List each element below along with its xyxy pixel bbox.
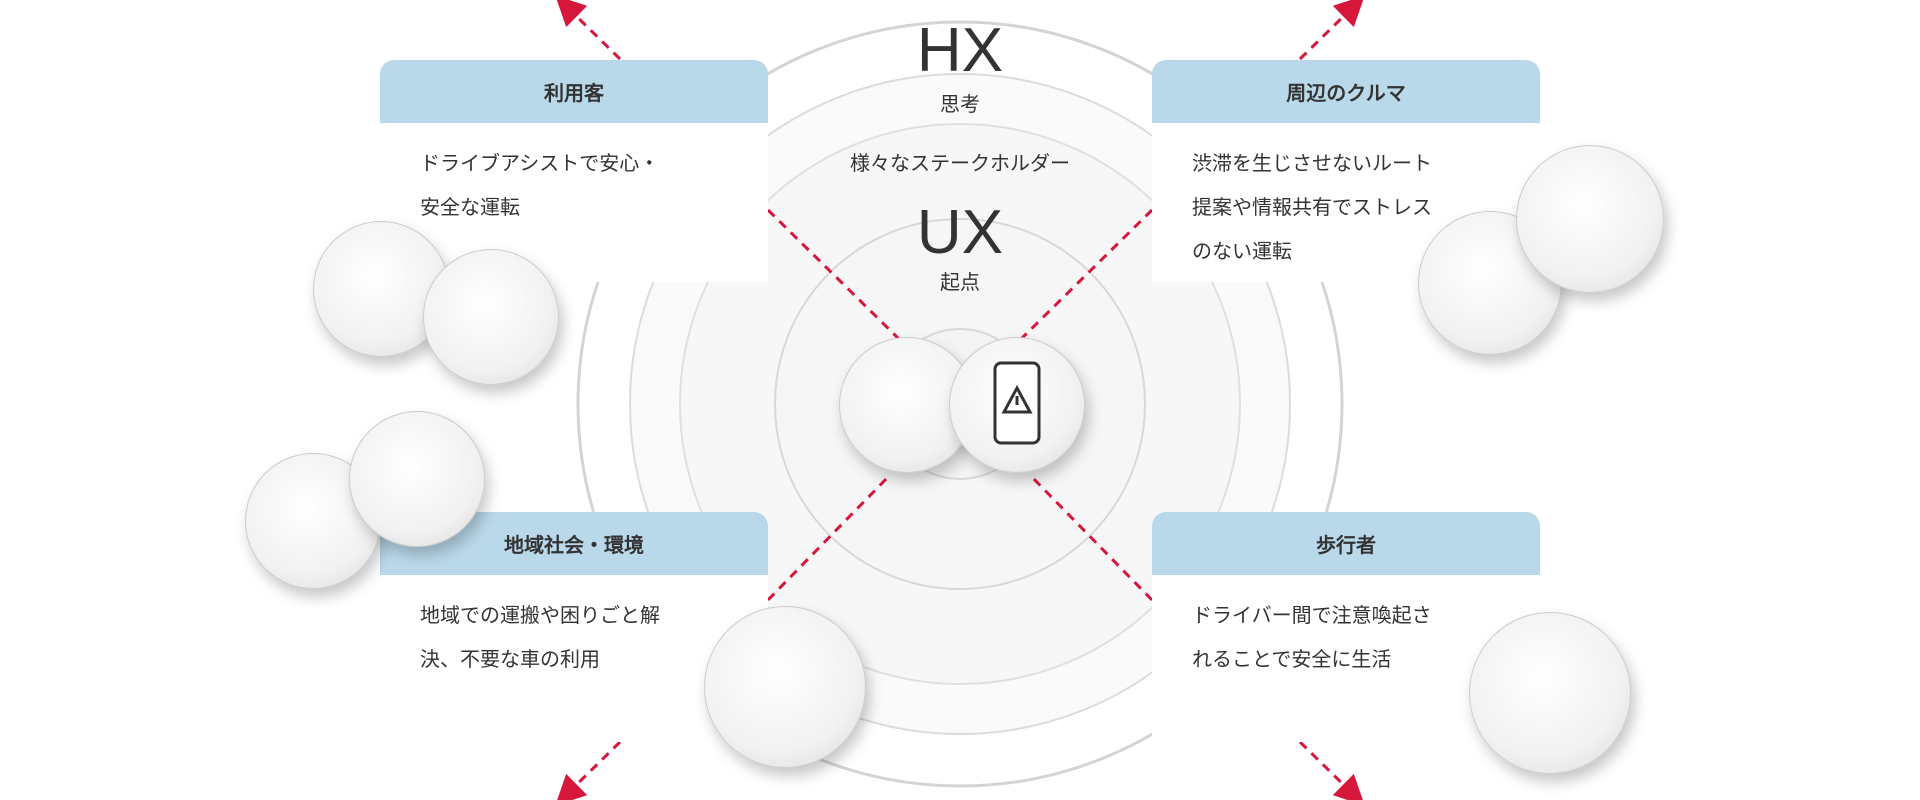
arrow-bottom-right bbox=[1298, 740, 1365, 800]
dashed-arrows bbox=[555, 0, 1365, 800]
pedestrians-illustration bbox=[1469, 612, 1631, 774]
card-passenger: 利用客 ドライブアシストで安心・ 安全な運転 bbox=[380, 60, 768, 282]
hx-sub-label: 思考 bbox=[940, 92, 980, 116]
ux-label: UX bbox=[916, 198, 1004, 267]
diag-bottom-right bbox=[1028, 473, 1154, 602]
card-line: のない運転 bbox=[1192, 239, 1292, 263]
card-line: ドライブアシストで安心・ bbox=[420, 151, 660, 175]
stakeholders-label: 様々なステークホルダー bbox=[850, 151, 1070, 175]
warning-phone-illustration bbox=[949, 337, 1085, 473]
hx-label: HX bbox=[916, 16, 1004, 85]
community-elder-illustration bbox=[349, 411, 485, 547]
card-line: 安全な運転 bbox=[420, 195, 520, 219]
card-title: 周辺のクルマ bbox=[1152, 60, 1540, 123]
card-line: ドライバー間で注意喚起さ bbox=[1192, 603, 1432, 627]
passenger-woman-illustration bbox=[423, 249, 559, 385]
card-line: 決、不要な車の利用 bbox=[420, 647, 600, 671]
ux-sub-label: 起点 bbox=[940, 270, 980, 294]
arrow-top-left bbox=[555, 0, 622, 61]
card-line: 地域での運搬や困りごと解 bbox=[420, 603, 660, 627]
card-line: れることで安全に生活 bbox=[1192, 647, 1392, 671]
card-line: 提案や情報共有でストレス bbox=[1192, 195, 1432, 219]
warning-icon bbox=[993, 361, 1041, 445]
arrow-bottom-left bbox=[555, 740, 622, 800]
card-title: 歩行者 bbox=[1152, 512, 1540, 575]
diag-bottom-left bbox=[766, 473, 892, 602]
bus-illustration bbox=[704, 606, 866, 768]
cars-traffic-illustration bbox=[1516, 145, 1664, 293]
card-title: 利用客 bbox=[380, 60, 768, 123]
arrow-top-right bbox=[1298, 0, 1365, 61]
card-line: 渋滞を生じさせないルート bbox=[1192, 151, 1432, 175]
